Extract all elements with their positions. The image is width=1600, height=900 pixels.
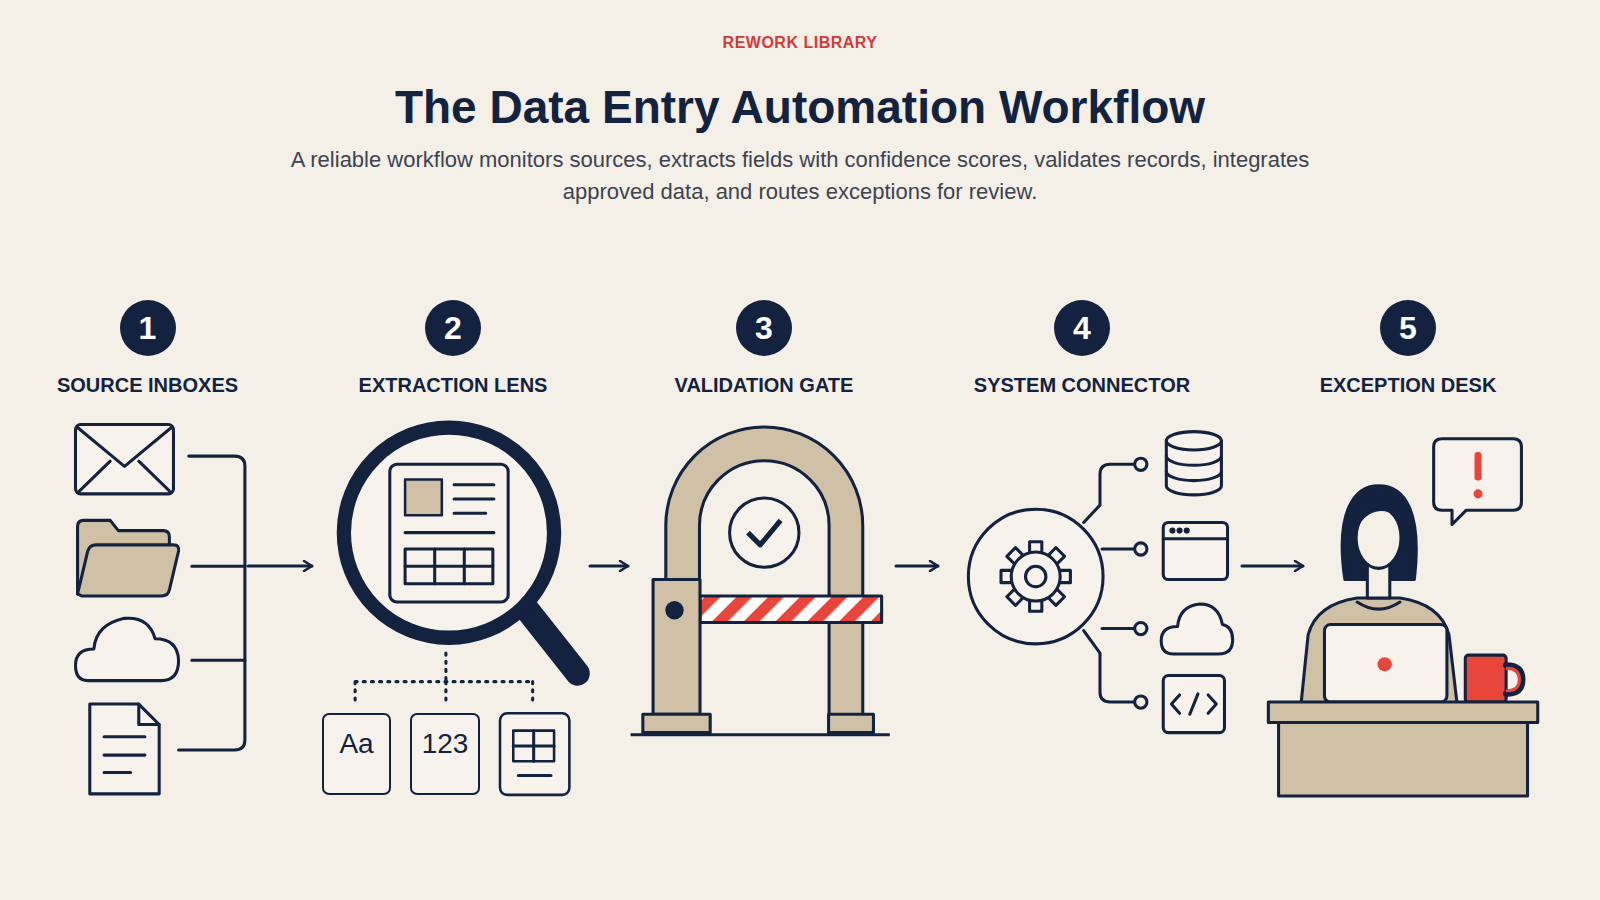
field-type-label: 123	[422, 727, 469, 793]
step-heading: VALIDATION GATE	[675, 374, 854, 397]
flow-arrow	[248, 565, 312, 568]
kicker-label: REWORK LIBRARY	[0, 34, 1600, 52]
step-number: 1	[120, 300, 176, 356]
step-number: 4	[1054, 300, 1110, 356]
step-heading: EXCEPTION DESK	[1320, 374, 1497, 397]
system-connector-icon	[968, 432, 1232, 733]
stage-column: 2EXTRACTION LENS Aa 123	[318, 300, 588, 800]
step-heading: SOURCE INBOXES	[57, 374, 238, 397]
stage-column: 5EXCEPTION DESK	[1309, 300, 1507, 800]
field-chip: Aa	[322, 713, 391, 795]
field-chip: 123	[410, 713, 480, 795]
caption: A reliable workflow monitors sources, ex…	[270, 144, 1330, 208]
stage-column: 1SOURCE INBOXES	[49, 300, 246, 800]
step-heading: EXTRACTION LENS	[359, 374, 548, 397]
validation-gate-icon	[631, 444, 890, 735]
step-number: 3	[736, 300, 792, 356]
flow-arrow	[1242, 565, 1303, 568]
step-number: 2	[425, 300, 481, 356]
step-number: 5	[1380, 300, 1436, 356]
stage-column: 4SYSTEM CONNECTOR	[944, 300, 1240, 800]
source-icons	[76, 424, 245, 793]
flow-arrow	[590, 565, 628, 568]
title: The Data Entry Automation Workflow	[0, 80, 1600, 134]
field-type-label: Aa	[339, 727, 373, 793]
flow-arrow	[896, 565, 938, 568]
step-heading: SYSTEM CONNECTOR	[974, 374, 1190, 397]
exception-desk-icon	[1268, 439, 1537, 796]
stage-column: 3VALIDATION GATE	[634, 300, 894, 800]
